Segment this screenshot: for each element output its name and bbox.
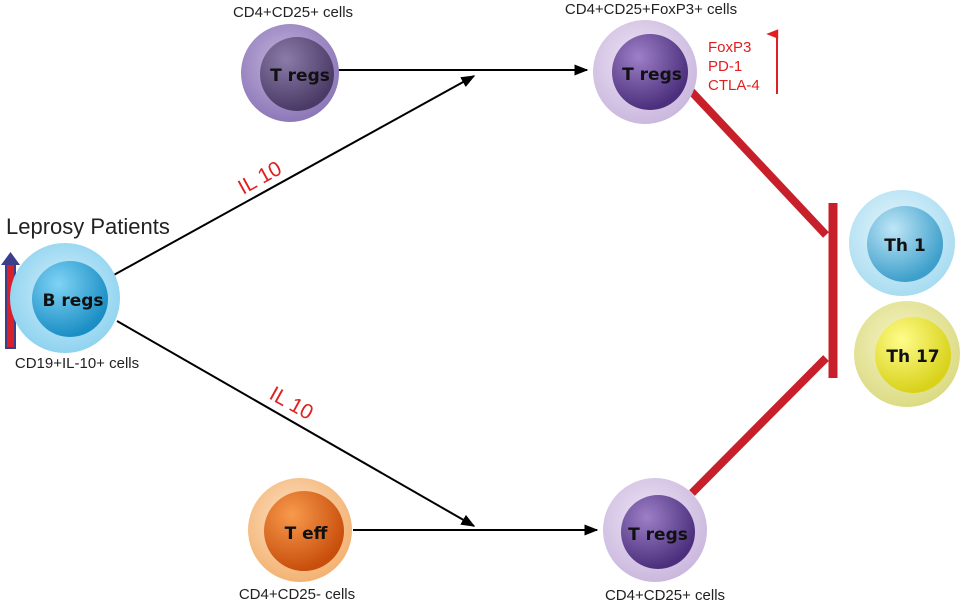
diagram-title: Leprosy Patients: [6, 214, 170, 239]
treg-top-right-cell: T regs: [593, 20, 697, 124]
inhibit-line-bottom: [689, 355, 829, 496]
treg-top-right-caption: CD4+CD25+FoxP3+ cells: [565, 1, 737, 18]
th17-cell: Th 17: [854, 301, 960, 407]
marker-foxp3: FoxP3: [708, 39, 751, 56]
th17-label: Th 17: [886, 347, 939, 367]
treg-top-right-label: T regs: [622, 65, 682, 85]
inhibit-line-top: [687, 87, 829, 238]
marker-pd1: PD-1: [708, 58, 742, 75]
treg-bottom-right-caption: CD4+CD25+ cells: [605, 587, 725, 603]
treg-bottom-right-cell: T regs: [603, 478, 707, 582]
bregs-caption: CD19+IL-10+ cells: [15, 355, 139, 372]
treg-top-left-cell: T regs: [241, 24, 339, 122]
arrow-bregs-to-top: [111, 75, 476, 277]
arrow-bregs-to-bottom: [116, 320, 476, 527]
marker-ctla4: CTLA-4: [708, 77, 760, 94]
bregs-label: B regs: [42, 291, 103, 311]
bregs-cell: B regs: [10, 243, 120, 353]
teff-caption: CD4+CD25- cells: [239, 586, 355, 603]
th1-cell: Th 1: [849, 190, 955, 296]
treg-top-left-caption: CD4+CD25+ cells: [233, 4, 353, 21]
teff-cell: T eff: [248, 478, 352, 582]
il10-upper-label: IL 10: [234, 157, 285, 199]
treg-top-left-label: T regs: [270, 66, 330, 86]
il10-lower-label: IL 10: [266, 382, 317, 424]
teff-label: T eff: [285, 524, 328, 544]
treg-bottom-right-label: T regs: [628, 525, 688, 545]
th1-label: Th 1: [884, 236, 925, 256]
